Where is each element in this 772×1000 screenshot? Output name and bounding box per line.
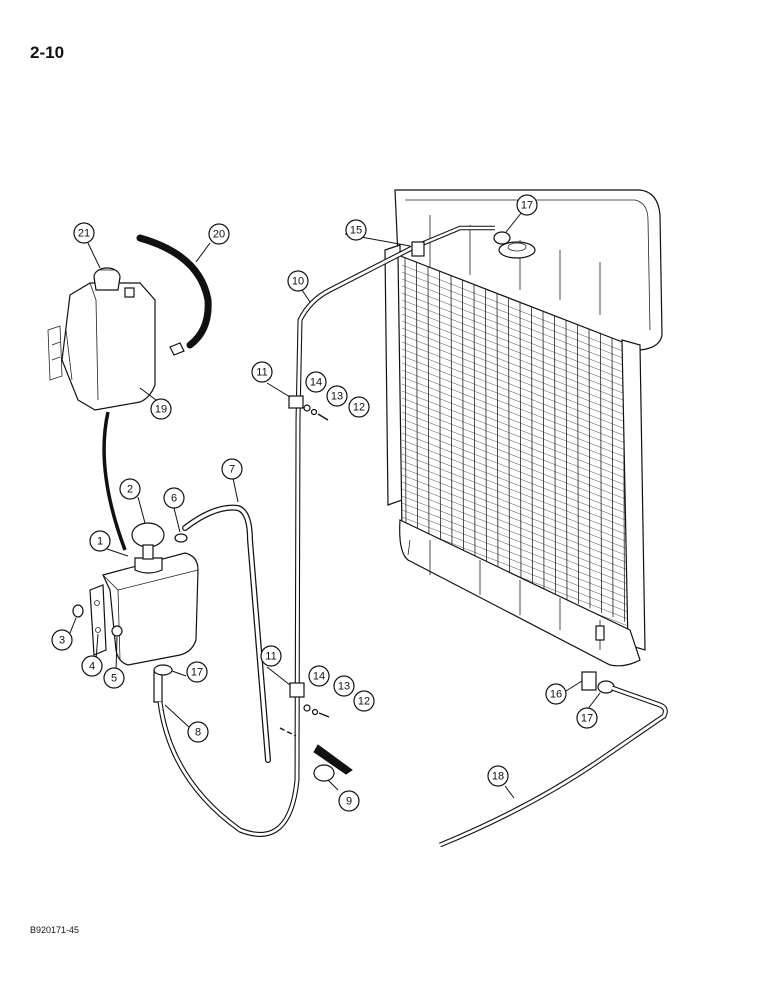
- callout-14: 14: [308, 665, 330, 687]
- callout-15: 15: [345, 219, 367, 241]
- callout-17: 17: [516, 194, 538, 216]
- callout-18: 18: [487, 765, 509, 787]
- callout-label: 7: [229, 464, 235, 476]
- overflow-tube: [102, 411, 127, 551]
- fitting-16: [581, 671, 597, 691]
- callout-13: 13: [333, 675, 355, 697]
- callout-6: 6: [163, 487, 185, 509]
- callout-label: 17: [521, 200, 533, 212]
- callout-9: 9: [338, 790, 360, 812]
- callout-3: 3: [51, 629, 73, 651]
- callout-17: 17: [576, 707, 598, 729]
- callout-13: 13: [326, 385, 348, 407]
- callout-label: 18: [492, 771, 504, 783]
- page-number: 2-10: [30, 43, 65, 62]
- callout-label: 17: [191, 667, 203, 679]
- callout-label: 4: [89, 661, 95, 673]
- callout-label: 21: [78, 228, 90, 240]
- callout-10: 10: [287, 270, 309, 292]
- callout-label: 11: [265, 651, 276, 663]
- callout-label: 17: [581, 713, 593, 725]
- hose-clamp: [169, 342, 185, 356]
- callout-label: 19: [155, 404, 167, 416]
- radiator: [384, 189, 663, 667]
- callout-label: 8: [195, 727, 201, 739]
- strap-9: [279, 727, 353, 782]
- callout-21: 21: [73, 222, 95, 244]
- callout-label: 15: [350, 225, 362, 237]
- callout-label: 2: [127, 484, 133, 496]
- callout-7: 7: [221, 458, 243, 480]
- grommet-15: [411, 241, 425, 257]
- callout-20: 20: [208, 223, 230, 245]
- clamp-17-bottom: [597, 680, 615, 694]
- callout-label: 14: [313, 671, 325, 683]
- clamp-17-top: [493, 231, 511, 245]
- callout-16: 16: [545, 683, 567, 705]
- clip-upper: [288, 395, 329, 421]
- callout-label: 10: [292, 276, 304, 288]
- callout-label: 13: [331, 391, 343, 403]
- callout-label: 14: [310, 377, 322, 389]
- callout-label: 12: [353, 402, 365, 414]
- callout-12: 12: [348, 396, 370, 418]
- clip-lower: [289, 682, 330, 718]
- callout-19: 19: [150, 398, 172, 420]
- lower-reservoir: [72, 522, 199, 703]
- callout-label: 3: [59, 635, 65, 647]
- hose-20: [136, 234, 212, 349]
- callouts: 1234567891011111212131314141516171717181…: [51, 194, 598, 812]
- callout-5: 5: [103, 667, 125, 689]
- callout-label: 6: [171, 493, 177, 505]
- callout-label: 9: [346, 796, 352, 808]
- callout-4: 4: [81, 655, 103, 677]
- upper-reservoir: [47, 267, 156, 411]
- callout-8: 8: [187, 721, 209, 743]
- callout-17: 17: [186, 661, 208, 683]
- callout-label: 13: [338, 681, 350, 693]
- callout-label: 16: [550, 689, 562, 701]
- callout-11: 11: [260, 645, 282, 667]
- callout-label: 5: [111, 673, 117, 685]
- callout-label: 12: [358, 696, 370, 708]
- callout-12: 12: [353, 690, 375, 712]
- hose-18: [439, 685, 668, 848]
- callout-14: 14: [305, 371, 327, 393]
- callout-11: 11: [251, 361, 273, 383]
- callout-2: 2: [119, 478, 141, 500]
- figure-code: B920171-45: [30, 925, 80, 935]
- callout-1: 1: [89, 530, 111, 552]
- callout-label: 1: [97, 536, 103, 548]
- callout-label: 20: [213, 229, 225, 241]
- callout-label: 11: [256, 367, 267, 379]
